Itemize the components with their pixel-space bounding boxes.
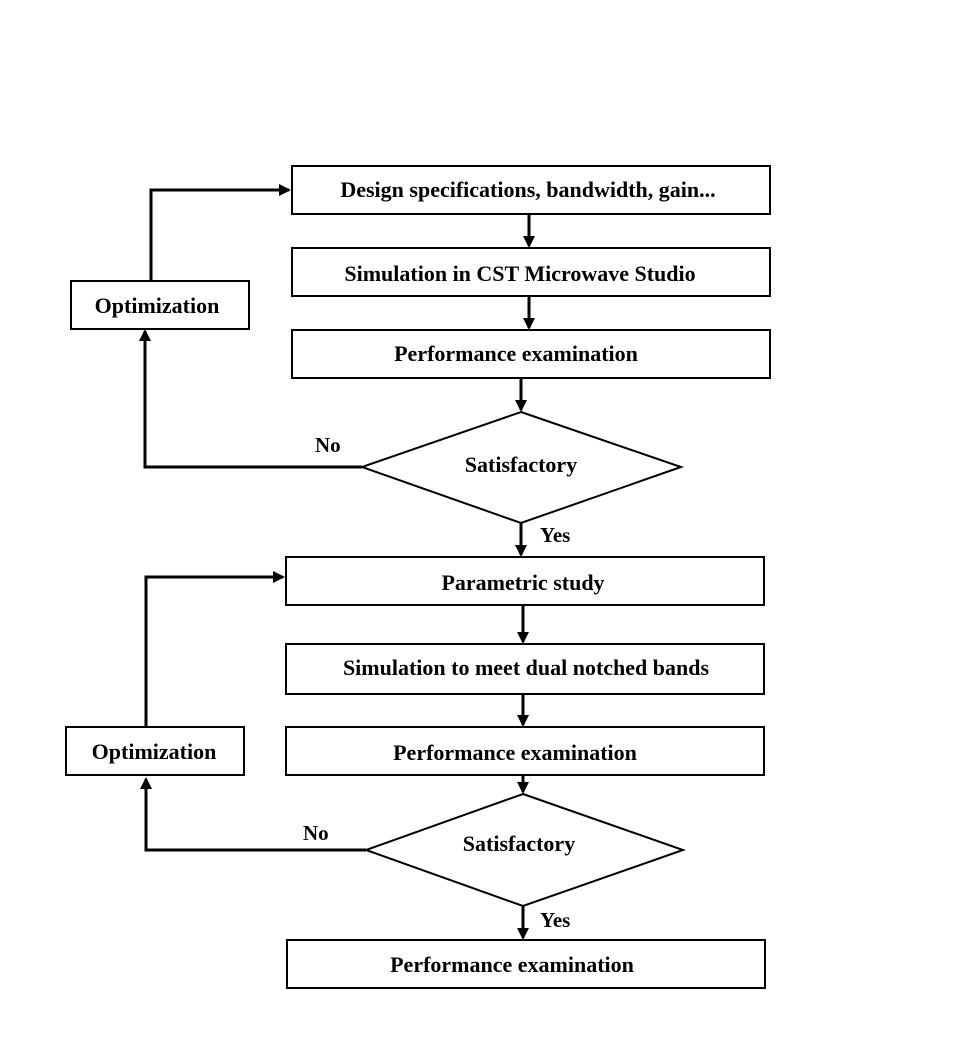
optimization-label-2: Optimization [92,739,217,764]
arrow-optimization-to-specs [149,184,291,281]
satisfactory-decision-2: Satisfactory [363,792,687,908]
final-performance-examination-label: Performance examination [390,952,634,977]
design-specs-label: Design specifications, bandwidth, gain..… [340,177,715,202]
performance-examination-label-1: Performance examination [394,341,638,366]
simulation-dual-notched-label: Simulation to meet dual notched bands [343,655,710,680]
arrow-optimization-to-parametric [144,571,285,727]
optimization-box-2: Optimization [65,726,245,776]
performance-examination-box-2: Performance examination [285,726,765,776]
no-label-2: No [303,821,329,845]
satisfactory-decision-1: Satisfactory [358,410,685,525]
no-label-1: No [315,433,341,457]
arrow-no-to-optimization-2 [140,777,366,852]
yes-label-2: Yes [540,908,570,932]
simulation-cst-box: Simulation in CST Microwave Studio [291,247,771,297]
arrow-no-to-optimization-1 [139,329,362,469]
simulation-dual-notched-box: Simulation to meet dual notched bands [285,643,765,695]
optimization-box-1: Optimization [70,280,250,330]
performance-examination-label-2: Performance examination [393,740,637,765]
satisfactory-label-2: Satisfactory [463,831,575,856]
satisfactory-label-1: Satisfactory [465,452,577,477]
design-specs-box: Design specifications, bandwidth, gain..… [291,165,771,215]
final-performance-examination-box: Performance examination [286,939,766,989]
optimization-label-1: Optimization [95,293,220,318]
simulation-cst-label: Simulation in CST Microwave Studio [344,261,695,286]
parametric-study-label: Parametric study [441,570,604,595]
performance-examination-box-1: Performance examination [291,329,771,379]
parametric-study-box: Parametric study [285,556,765,606]
yes-label-1: Yes [540,523,570,547]
